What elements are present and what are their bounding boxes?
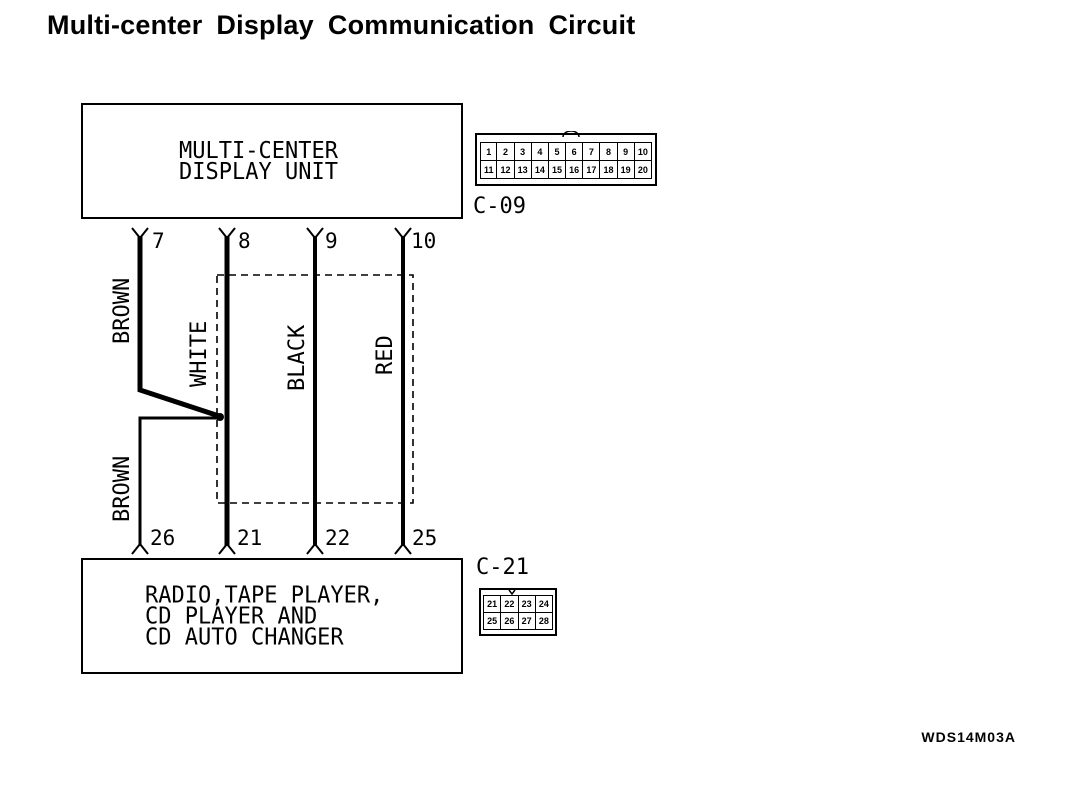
wire-label-brown-upper: BROWN [110, 277, 135, 344]
wire-brown-upper [137, 236, 220, 419]
pin-cell: 13 [513, 160, 532, 179]
unit-label-line: DISPLAY UNIT [179, 158, 338, 186]
pin-number: 10 [411, 229, 437, 253]
pin-cell: 1 [479, 142, 498, 161]
unit-label-line: CD AUTO CHANGER [145, 624, 344, 651]
title-word: Multi-center [47, 10, 203, 40]
pin-cell: 26 [500, 612, 519, 630]
title-word: Display [216, 10, 314, 40]
unit-label-line: RADIO,TAPE PLAYER, [145, 582, 384, 609]
pin-number: 25 [412, 526, 438, 550]
wire-brown-lower [138, 416, 219, 546]
pin-number: 22 [325, 526, 351, 550]
pin-cell: 27 [517, 612, 536, 630]
figure-code: WDS14M03A [921, 729, 1016, 745]
pin-cell: 11 [479, 160, 498, 179]
multi-center-unit-label: MULTI-CENTER DISPLAY UNIT [179, 137, 338, 186]
pin-cell: 9 [616, 142, 635, 161]
pin-number: 9 [325, 229, 338, 253]
pin-cell: 8 [599, 142, 618, 161]
pin-cell: 12 [496, 160, 515, 179]
top-terminal-marks [131, 227, 412, 240]
wire-label-white: WHITE [187, 320, 212, 387]
pin-number: 8 [238, 229, 251, 253]
pin-cell: 7 [582, 142, 601, 161]
pin-number: 21 [237, 526, 263, 550]
connector-c21-label: C-21 [476, 555, 529, 580]
pin-cell: 5 [547, 142, 567, 161]
pin-cell: 3 [513, 142, 532, 161]
connector-c09-label: C-09 [473, 194, 526, 219]
pin-cell: 10 [633, 142, 653, 161]
wire-label-red: RED [373, 335, 398, 375]
unit-label-line: CD PLAYER AND [145, 603, 318, 630]
pin-cell: 18 [599, 160, 618, 179]
pin-number: 26 [150, 526, 176, 550]
pin-cell: 17 [582, 160, 601, 179]
pin-cell: 28 [534, 612, 554, 630]
pin-cell: 15 [547, 160, 567, 179]
title-word: Communication [327, 10, 535, 40]
pin-cell: 20 [633, 160, 653, 179]
pin-cell: 21 [482, 595, 502, 613]
pin-cell: 16 [565, 160, 584, 179]
diagram-title: Multi-center Display Communication Circuit [47, 10, 635, 41]
pin-cell: 2 [496, 142, 515, 161]
multi-center-display-unit-box [81, 103, 463, 219]
pin-cell: 19 [616, 160, 635, 179]
pin-cell: 23 [517, 595, 536, 613]
pin-cell: 14 [530, 160, 549, 179]
pin-cell: 22 [500, 595, 519, 613]
wire-label-brown-lower: BROWN [110, 455, 135, 522]
pin-number: 7 [152, 229, 165, 253]
title-word: Circuit [548, 10, 636, 40]
wire-label-black: BLACK [285, 324, 310, 391]
radio-unit-box [81, 558, 463, 674]
pin-cell: 6 [565, 142, 584, 161]
connector-c21-face: 21 22 23 24 25 26 27 28 [479, 586, 557, 637]
pin-cell: 25 [482, 612, 502, 630]
splice-point [216, 413, 224, 421]
connector-c09-face: 1 2 3 4 5 6 7 8 9 10 11 12 13 14 15 16 1… [475, 131, 657, 186]
pin-cell: 4 [530, 142, 549, 161]
pin-cell: 24 [534, 595, 554, 613]
unit-label-line: MULTI-CENTER [179, 137, 338, 165]
radio-unit-label: RADIO,TAPE PLAYER, CD PLAYER AND CD AUTO… [145, 584, 383, 651]
